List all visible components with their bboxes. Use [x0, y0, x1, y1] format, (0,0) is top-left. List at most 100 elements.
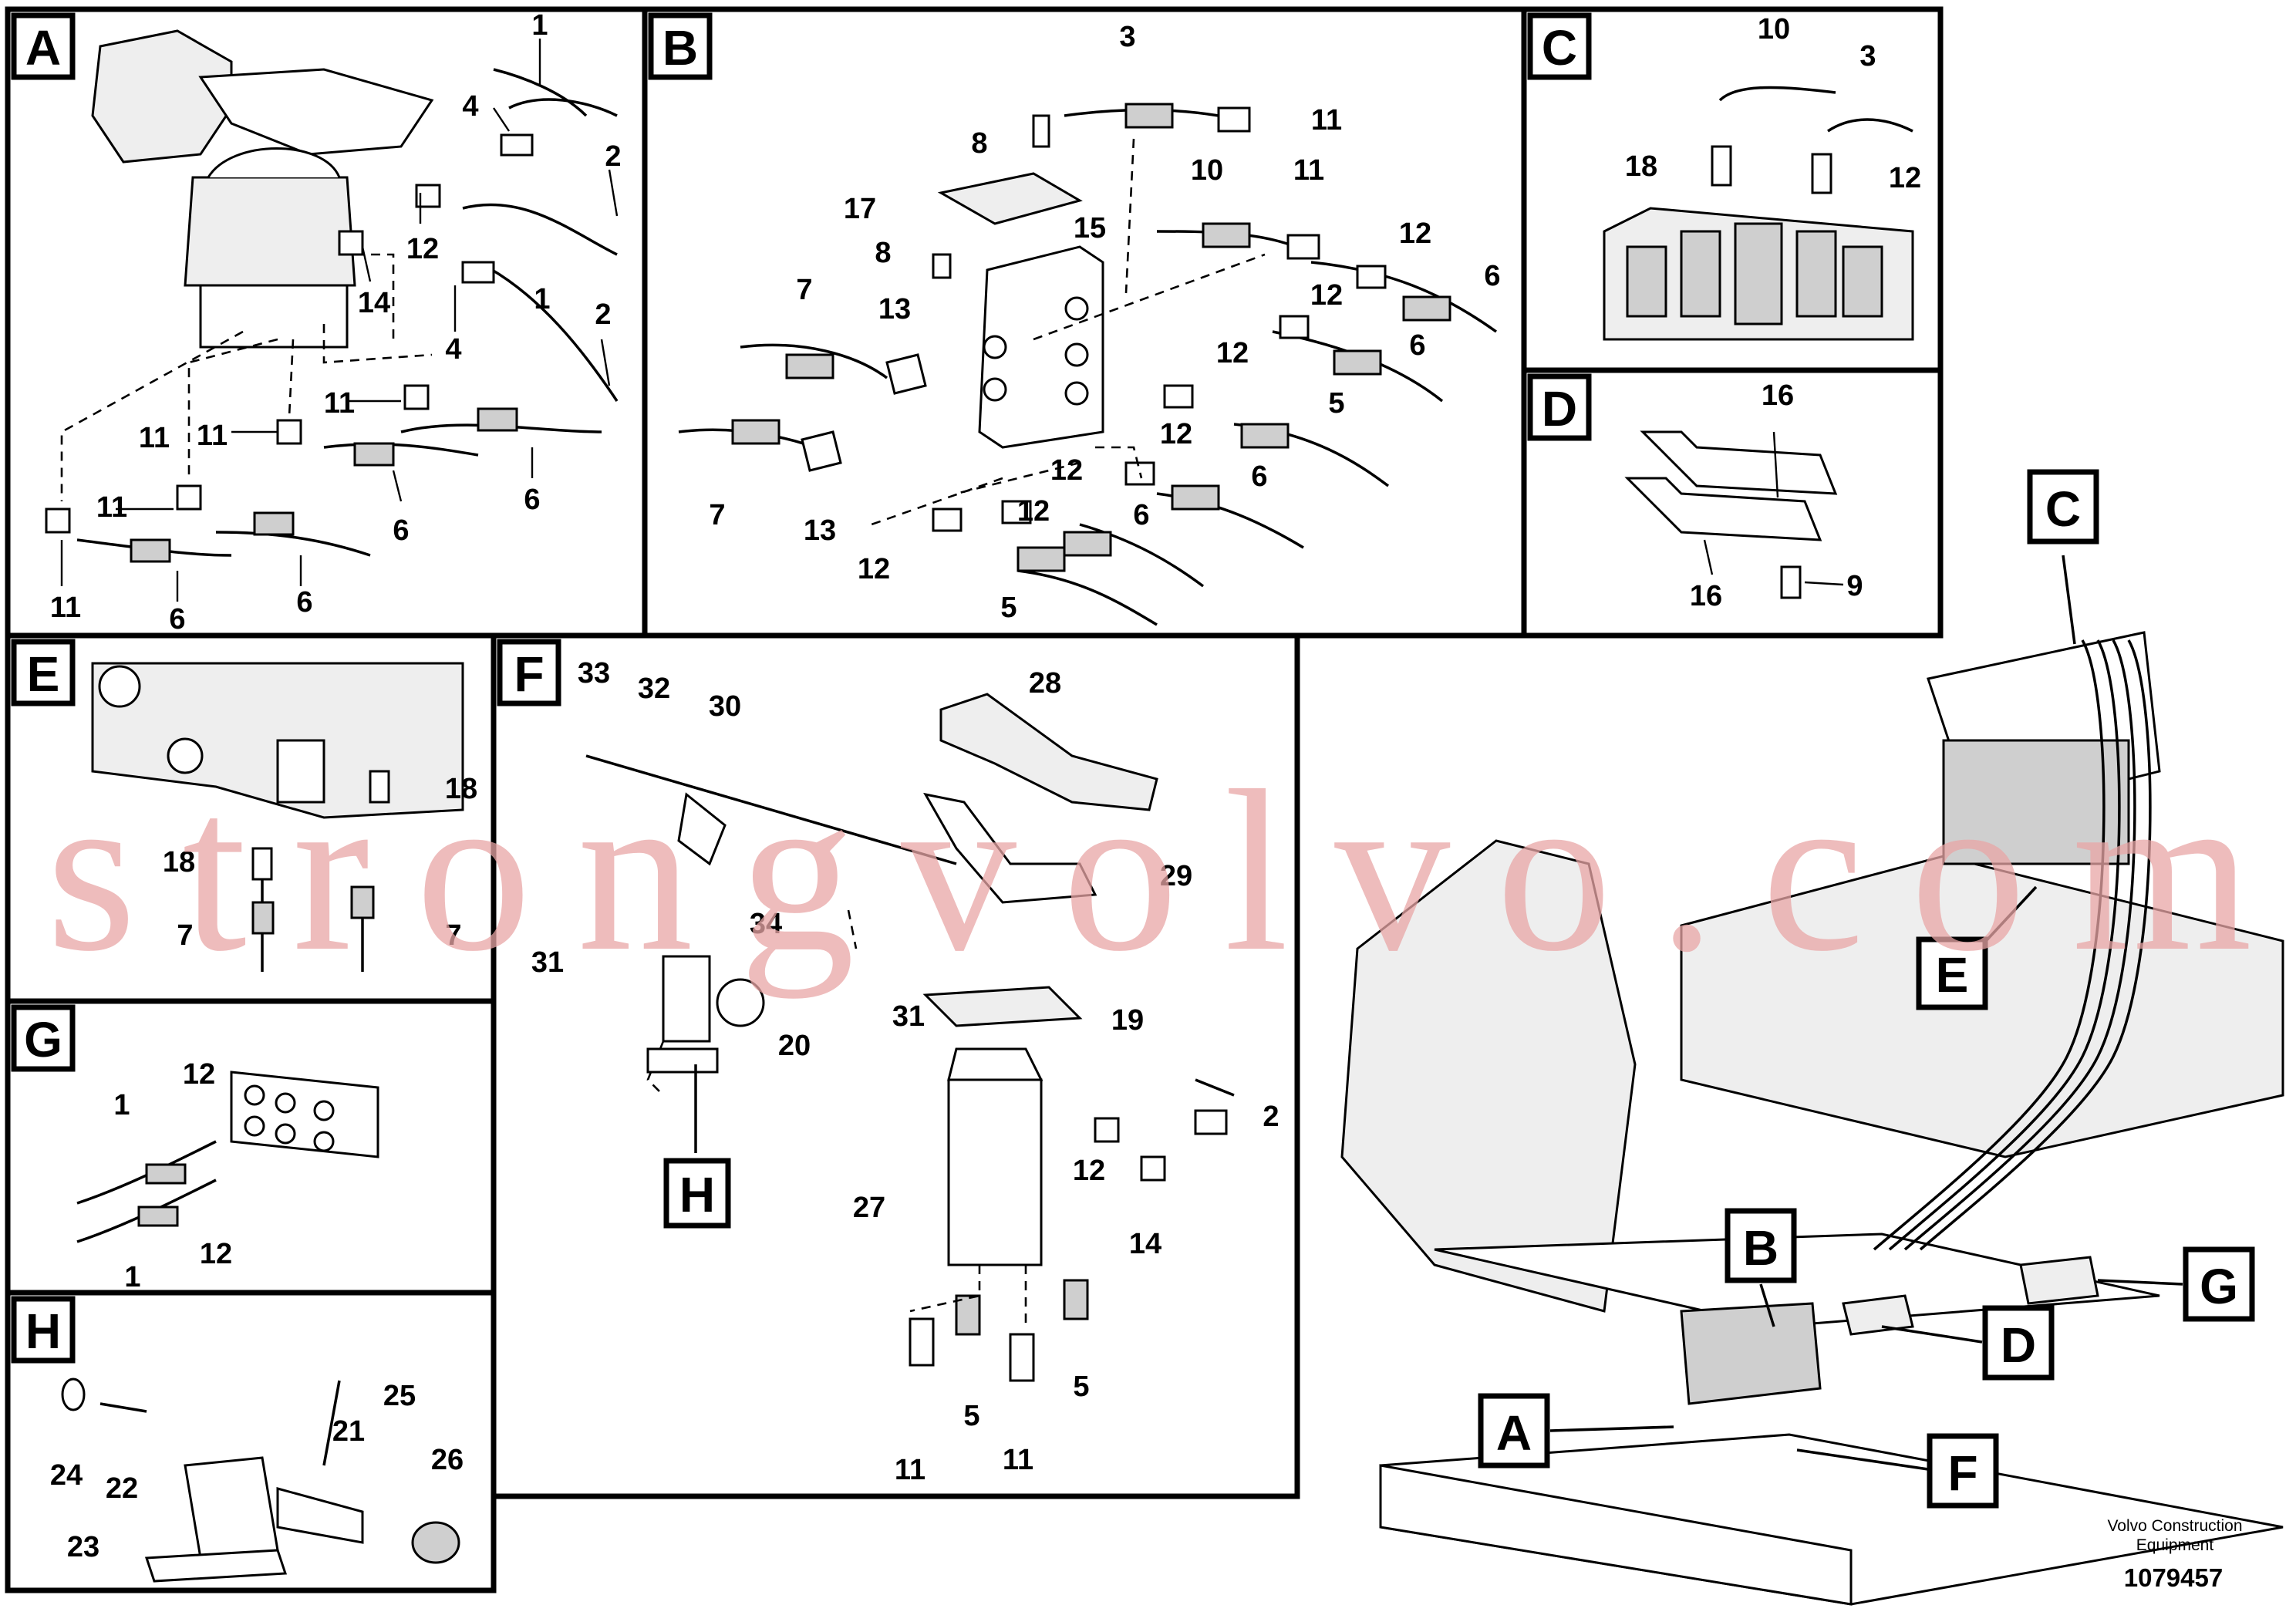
callout-e-1: 18 [445, 773, 477, 805]
callout-f-5: 29 [1160, 860, 1192, 892]
panel-d-letter-text: D [1542, 381, 1577, 437]
panel-h-letter: H [11, 1296, 76, 1364]
callout-g-1: 12 [183, 1058, 215, 1091]
overview-label-c: C [2027, 469, 2099, 545]
callout-f-15: 5 [963, 1400, 979, 1432]
callout-h-1: 25 [383, 1380, 416, 1412]
panel-g-letter-text: G [24, 1012, 62, 1067]
callout-b-24: 12 [858, 553, 890, 585]
callout-b-4: 17 [844, 193, 876, 225]
panel-d-frame [1521, 367, 1944, 639]
panel-c-drawing [1603, 86, 1914, 341]
callout-f-18: 11 [1003, 1444, 1033, 1476]
callout-b-11: 12 [1310, 279, 1343, 312]
brand-line-1: Volvo Construction [2107, 1517, 2242, 1535]
callout-b-16: 5 [1328, 387, 1344, 420]
callout-b-6: 15 [1074, 212, 1106, 244]
callout-a-4: 12 [406, 233, 439, 265]
watermark-text: strongvolvo.com [46, 743, 2252, 1000]
panel-b-letter-text: B [663, 20, 698, 76]
panel-g-letter: G [11, 1004, 76, 1072]
callout-c-1: 10 [1758, 13, 1790, 46]
callout-b-1: 3 [1119, 21, 1135, 53]
callout-e-3: 7 [177, 919, 193, 952]
callout-d-2: 16 [1690, 580, 1722, 612]
callout-b-10: 6 [1484, 260, 1500, 292]
panel-f-letter-text: F [514, 646, 544, 702]
callout-a-9: 11 [324, 387, 355, 420]
overview-label-g: G [2183, 1246, 2255, 1322]
panel-a-letter: A [11, 12, 76, 80]
callout-f-9: 19 [1111, 1004, 1144, 1037]
callout-f-1: 33 [578, 657, 610, 690]
brand-line-2: Equipment [2136, 1536, 2214, 1554]
callout-f-14: 2 [1263, 1101, 1279, 1133]
callout-g-3: 12 [200, 1238, 232, 1270]
callout-a-15: 6 [296, 586, 312, 619]
callout-h-6: 23 [67, 1531, 99, 1563]
overview-label-b-text: B [1743, 1220, 1778, 1276]
callout-b-13: 7 [796, 274, 812, 306]
overview-label-a-text: A [1496, 1405, 1532, 1461]
panel-e-letter: E [11, 639, 76, 706]
callout-f-3: 30 [709, 690, 741, 723]
overview-label-g-text: G [2200, 1259, 2238, 1314]
callout-a-13: 6 [524, 484, 540, 516]
view-h-label-text: H [679, 1167, 715, 1222]
callout-b-9: 12 [1399, 218, 1431, 250]
callout-a-17: 6 [169, 603, 185, 636]
callout-b-5: 8 [875, 237, 891, 269]
callout-d-3: 9 [1846, 570, 1863, 602]
callout-a-10: 11 [197, 420, 228, 452]
panel-f-letter: F [497, 639, 561, 706]
callout-c-3: 18 [1625, 150, 1657, 183]
panel-h-frame [5, 1290, 497, 1593]
callout-b-8: 11 [1293, 154, 1324, 187]
callout-d-1: 16 [1762, 379, 1794, 412]
callout-f-4: 28 [1029, 667, 1061, 700]
overview-label-b: B [1725, 1208, 1797, 1283]
callout-b-22: 12 [1017, 495, 1050, 528]
callout-a-14: 6 [393, 514, 409, 547]
callout-a-8: 2 [595, 298, 611, 331]
callout-a-1: 1 [531, 9, 548, 42]
callout-a-7: 4 [445, 333, 461, 366]
panel-h-drawing [61, 1378, 460, 1583]
panel-f-drawing [585, 693, 1235, 1382]
callout-b-2: 11 [1311, 104, 1342, 137]
overview-pointer-lines [694, 555, 2183, 1471]
document-number: 1079457 [2124, 1563, 2223, 1592]
callout-b-14: 13 [878, 293, 911, 325]
callout-a-12: 11 [50, 592, 81, 624]
callout-b-17: 7 [709, 499, 725, 531]
panel-c-letter: C [1527, 12, 1592, 80]
overview-label-f: F [1927, 1433, 1999, 1509]
callout-f-8: 31 [892, 1000, 925, 1033]
callout-b-20: 12 [1050, 454, 1083, 487]
callout-a-5: 14 [358, 287, 390, 319]
overview-label-f-text: F [1947, 1445, 1977, 1501]
panel-g-drawing [76, 1071, 379, 1243]
panel-a-letter-text: A [25, 20, 61, 76]
callout-f-13: 14 [1129, 1228, 1161, 1260]
callout-c-4: 12 [1889, 162, 1921, 194]
callout-f-2: 32 [638, 673, 670, 705]
overview-label-a: A [1478, 1393, 1550, 1469]
callout-g-4: 1 [124, 1261, 140, 1293]
panel-d-letter: D [1527, 373, 1592, 441]
callout-f-16: 5 [1073, 1371, 1089, 1403]
callout-g-2: 1 [113, 1089, 130, 1121]
callout-e-4: 7 [445, 919, 461, 952]
callout-h-2: 21 [332, 1415, 365, 1448]
callout-b-21: 6 [1251, 460, 1267, 493]
panel-e-letter-text: E [27, 646, 60, 702]
panel-e-drawing [91, 662, 464, 972]
panel-c-letter-text: C [1542, 20, 1577, 76]
callout-a-6: 1 [534, 283, 550, 315]
callout-b-12: 6 [1409, 329, 1425, 362]
callout-e-2: 18 [163, 846, 195, 878]
panel-h-letter-text: H [25, 1303, 61, 1359]
callout-b-3: 8 [971, 127, 987, 160]
callout-b-18: 13 [804, 514, 836, 547]
